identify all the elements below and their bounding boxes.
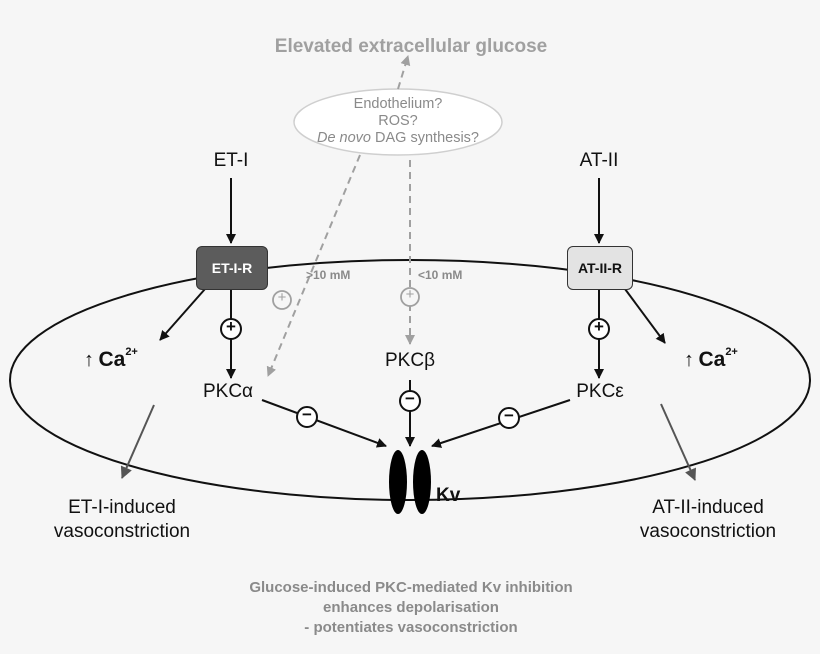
mechanism-endothelium: Endothelium? — [353, 96, 443, 112]
kinase-pkc-beta: PKCβ — [385, 350, 435, 371]
calcium-left-label: Ca2+ — [98, 346, 138, 371]
dashed-arrow-to-pkca — [266, 154, 361, 377]
plus-circle-left — [220, 318, 242, 340]
mechanism-dag-italic: De novo — [316, 130, 372, 146]
receptor-et1r-label: ET-I-R — [211, 260, 253, 276]
gray-plus-circle-beta — [400, 287, 420, 307]
outcome-at2: AT-II-induced vasoconstriction — [640, 496, 776, 544]
gray-plus-circle-alpha — [272, 290, 292, 310]
arrow-ca-to-at-vasoconstriction — [660, 403, 696, 481]
calcium-right: ↑ Ca2+ — [684, 346, 738, 372]
kv-channel-right-subunit — [413, 450, 431, 514]
calcium-left-symbol: Ca — [98, 348, 126, 371]
plus-circle-right — [588, 318, 610, 340]
dashed-arrow-to-glucose — [397, 55, 411, 90]
footer-line1: Glucose-induced PKC-mediated Kv inhibiti… — [249, 579, 573, 596]
receptor-at2r-label: AT-II-R — [577, 260, 623, 276]
arrow-etr-to-ca — [159, 288, 206, 341]
footer-summary: Glucose-induced PKC-mediated Kv inhibiti… — [249, 578, 572, 638]
minus-sign-alpha: − — [302, 405, 312, 424]
mechanism-ros: ROS? — [378, 113, 418, 129]
mechanism-dag-rest: DAG synthesis? — [371, 130, 480, 146]
minus-circle-beta — [399, 390, 421, 412]
outcome-et1-line2: vasoconstriction — [53, 521, 191, 542]
footer-line2: enhances depolarisation — [323, 599, 499, 616]
threshold-alpha: >10 mM — [306, 268, 351, 282]
kinase-pkc-alpha: PKCα — [202, 381, 254, 402]
agonist-at2: AT-II — [579, 150, 619, 171]
minus-circle-epsilon — [498, 407, 520, 429]
kv-channel-left-subunit — [389, 450, 407, 514]
calcium-right-label: Ca2+ — [698, 346, 738, 371]
kv-label: Kv — [436, 485, 461, 506]
gray-plus-sign-alpha: + — [277, 289, 287, 306]
minus-sign-beta: − — [405, 389, 415, 408]
calcium-left: ↑ Ca2+ — [84, 346, 138, 372]
calcium-right-symbol: Ca — [698, 348, 726, 371]
outcome-et1: ET-I-induced vasoconstriction — [54, 496, 190, 544]
outcome-at2-line2: vasoconstriction — [639, 521, 777, 542]
calcium-right-charge: 2+ — [725, 346, 738, 358]
minus-circle-alpha — [296, 406, 318, 428]
outcome-et1-line1: ET-I-induced — [68, 497, 176, 518]
mechanism-dag: De novo DAG synthesis? — [317, 130, 479, 147]
gray-plus-sign-beta: + — [405, 286, 415, 303]
calcium-right-arrow: ↑ — [684, 349, 694, 371]
agonist-et1: ET-I — [213, 150, 249, 171]
minus-sign-epsilon: − — [504, 406, 514, 425]
plus-sign-right: + — [594, 317, 604, 336]
calcium-left-charge: 2+ — [125, 346, 138, 358]
mechanism-list: Endothelium? ROS? De novo DAG synthesis? — [317, 96, 479, 147]
receptor-at2r: AT-II-R — [567, 246, 633, 290]
outcome-at2-line1: AT-II-induced — [652, 497, 764, 518]
kinase-pkc-epsilon: PKCε — [576, 381, 624, 402]
glucose-title: Elevated extracellular glucose — [274, 36, 548, 57]
arrow-pkca-to-kv — [261, 399, 387, 448]
footer-line3: - potentiates vasoconstriction — [304, 619, 518, 636]
receptor-et1r: ET-I-R — [196, 246, 268, 290]
arrow-atr-to-ca — [624, 288, 666, 344]
threshold-beta: <10 mM — [418, 268, 463, 282]
plus-sign-left: + — [226, 317, 236, 336]
calcium-left-arrow: ↑ — [84, 349, 94, 371]
arrow-ca-to-et-vasoconstriction — [120, 404, 155, 479]
